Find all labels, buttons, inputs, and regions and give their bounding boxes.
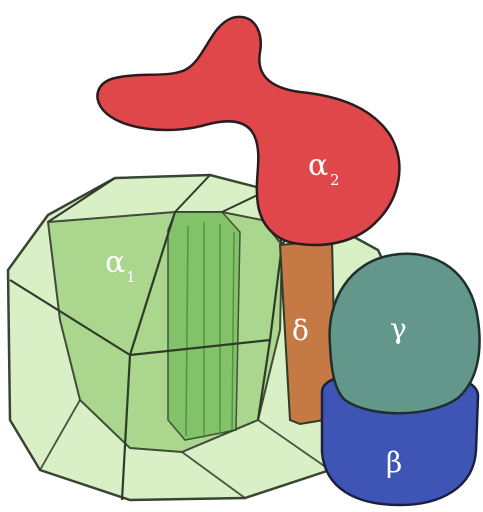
beta-label: β (386, 446, 402, 479)
alpha1-label: α (105, 245, 125, 280)
alpha2-subscript: 2 (330, 171, 340, 189)
gamma-label: γ (390, 312, 407, 345)
alpha2-label: α (308, 148, 328, 183)
alpha1-subscript: 1 (126, 268, 136, 286)
delta-label: δ (292, 314, 309, 347)
